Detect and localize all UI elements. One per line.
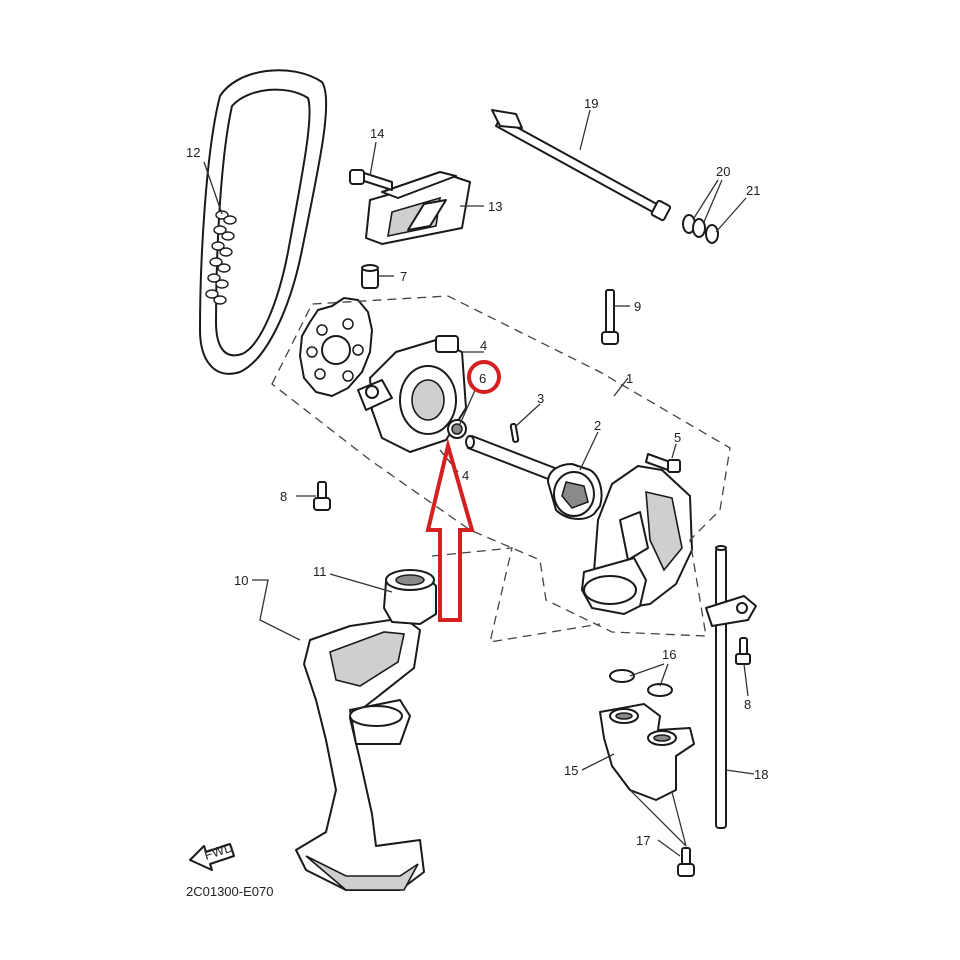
callout-label: 12 — [186, 145, 200, 160]
pipe-o-rings — [682, 214, 706, 238]
pump-shaft — [465, 435, 561, 483]
callout-label: 19 — [584, 96, 598, 111]
long-bolt — [601, 289, 619, 345]
rotor — [547, 463, 603, 520]
callout-label: 21 — [746, 183, 760, 198]
o-ring — [447, 419, 467, 439]
callout-label: 14 — [370, 126, 384, 141]
callout-label: 7 — [400, 269, 407, 284]
callout-label: 5 — [674, 430, 681, 445]
pump-cover — [581, 465, 693, 615]
callout-label: 4 — [480, 338, 487, 353]
pipe-bolt — [677, 847, 695, 877]
callout-label: 15 — [564, 763, 578, 778]
pipe-o-rings-lower — [609, 669, 673, 697]
drive-chain — [199, 69, 328, 375]
callout-label: 3 — [537, 391, 544, 406]
oil-strainer — [295, 617, 425, 891]
callout-6-circle — [467, 360, 501, 394]
callouts: 1 2 3 4 4 5 6 7 8 8 9 10 11 12 13 14 15 … — [186, 96, 768, 848]
callout-label: 17 — [636, 833, 650, 848]
small-o-ring — [705, 224, 719, 244]
pump-sprocket — [299, 297, 373, 397]
chain-guide — [365, 171, 471, 245]
assembly-outline — [271, 295, 731, 637]
drawing-code: 2C01300-E070 — [186, 884, 273, 899]
callout-label: 11 — [313, 564, 327, 579]
relief-pipe — [491, 109, 672, 222]
collar — [361, 264, 379, 289]
callout-label: 9 — [634, 299, 641, 314]
highlight-marker — [425, 360, 501, 622]
pump-housing — [357, 335, 467, 453]
cover-bolt — [645, 453, 681, 473]
callout-label: 2 — [594, 418, 601, 433]
highlight-arrow-icon — [425, 438, 475, 622]
guide-bolt — [349, 169, 393, 191]
callout-label: 18 — [754, 767, 768, 782]
callout-label: 13 — [488, 199, 502, 214]
bracket-bolt — [735, 637, 751, 665]
callout-label: 16 — [662, 647, 676, 662]
strainer-seal — [383, 569, 437, 625]
callout-label: 8 — [744, 697, 751, 712]
dowel-pin — [509, 422, 520, 443]
callout-label: 20 — [716, 164, 730, 179]
callout-label: 8 — [280, 489, 287, 504]
callout-label: 10 — [234, 573, 248, 588]
callout-label: 6 — [479, 371, 486, 386]
callout-label: 4 — [462, 468, 469, 483]
callout-label: 1 — [626, 371, 633, 386]
outlet-pipe — [599, 703, 695, 801]
fwd-arrow-icon: FWD — [189, 839, 235, 871]
housing-bolt — [313, 481, 331, 511]
leader-lines — [203, 109, 755, 857]
dipstick-rod — [705, 545, 757, 829]
